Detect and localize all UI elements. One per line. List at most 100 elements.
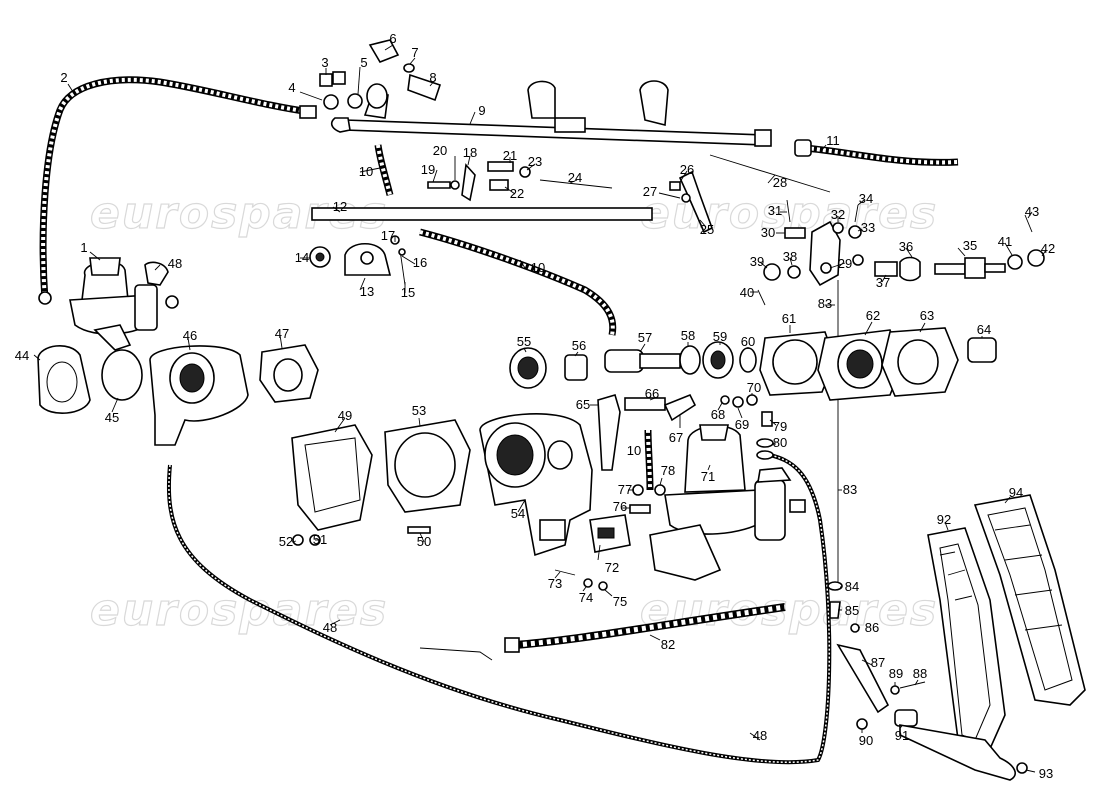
callout-33: 33: [861, 220, 875, 235]
callout-8: 8: [429, 70, 436, 85]
callout-23: 23: [528, 154, 542, 169]
callout-3: 3: [321, 55, 328, 70]
callout-17: 17: [381, 228, 395, 243]
callout-92: 92: [937, 512, 951, 527]
callout-2: 2: [60, 70, 67, 85]
callout-78: 78: [661, 463, 675, 478]
callout-19: 19: [421, 162, 435, 177]
callout-54: 54: [511, 506, 525, 521]
hose-10-centre: [419, 228, 617, 336]
callout-66: 66: [645, 386, 659, 401]
callout-67: 67: [669, 430, 683, 445]
callout-79: 79: [773, 419, 787, 434]
callout-82: 82: [661, 637, 675, 652]
callout-28: 28: [773, 175, 787, 190]
callout-91: 91: [895, 728, 909, 743]
callout-46: 46: [183, 328, 197, 343]
callout-48: 48: [168, 256, 182, 271]
callout-48: 48: [753, 728, 767, 743]
callout-59: 59: [713, 329, 727, 344]
callout-87: 87: [871, 655, 885, 670]
callout-24: 24: [568, 170, 582, 185]
callout-6: 6: [389, 31, 396, 46]
callout-11: 11: [826, 133, 840, 148]
callout-74: 74: [579, 590, 593, 605]
leader-lines: [33, 44, 1047, 773]
callout-10: 10: [531, 260, 545, 275]
callout-60: 60: [741, 334, 755, 349]
callout-18: 18: [463, 145, 477, 160]
callout-77: 77: [618, 482, 632, 497]
callout-50: 50: [417, 534, 431, 549]
callout-72: 72: [605, 560, 619, 575]
callout-29: 29: [838, 256, 852, 271]
pedal-94: [973, 494, 1086, 706]
callout-10: 10: [627, 443, 641, 458]
callout-51: 51: [313, 532, 327, 547]
callout-26: 26: [680, 162, 694, 177]
fuel-rail-9: [330, 80, 772, 147]
callout-88: 88: [913, 666, 927, 681]
housing-54: [479, 413, 593, 557]
cover-44: [37, 345, 91, 415]
ring-45: [101, 349, 143, 401]
bush-56: [564, 354, 588, 381]
pedal-92: [927, 527, 1006, 761]
callout-31: 31: [768, 203, 782, 218]
cover-49: [291, 424, 373, 531]
callout-44: 44: [15, 348, 29, 363]
callout-52: 52: [279, 534, 293, 549]
callout-70: 70: [747, 380, 761, 395]
callout-7: 7: [411, 45, 418, 60]
callout-16: 16: [413, 255, 427, 270]
callout-35: 35: [963, 238, 977, 253]
callout-40: 40: [740, 285, 754, 300]
callout-45: 45: [105, 410, 119, 425]
callout-4: 4: [288, 80, 295, 95]
callout-25: 25: [700, 222, 714, 237]
callout-22: 22: [510, 186, 524, 201]
callout-93: 93: [1039, 766, 1053, 781]
callout-43: 43: [1025, 204, 1039, 219]
hose-11: [804, 144, 959, 166]
callout-73: 73: [548, 576, 562, 591]
throttle-linkage: [757, 199, 1045, 306]
callout-20: 20: [433, 143, 447, 158]
callout-38: 38: [783, 249, 797, 264]
callout-86: 86: [865, 620, 879, 635]
callout-36: 36: [899, 239, 913, 254]
callout-42: 42: [1041, 241, 1055, 256]
callout-69: 69: [735, 417, 749, 432]
callout-84: 84: [845, 579, 859, 594]
callout-47: 47: [275, 326, 289, 341]
callout-55: 55: [517, 334, 531, 349]
callout-10: 10: [359, 164, 373, 179]
fuel-pump-1: [69, 257, 179, 351]
rod-12: [311, 207, 653, 221]
callout-37: 37: [876, 275, 890, 290]
hose-10-left: [374, 144, 394, 196]
callout-12: 12: [333, 199, 347, 214]
callout-90: 90: [859, 733, 873, 748]
callout-58: 58: [681, 328, 695, 343]
callout-94: 94: [1009, 485, 1023, 500]
shaft-57: [604, 349, 681, 373]
callout-49: 49: [338, 408, 352, 423]
callout-41: 41: [998, 234, 1012, 249]
callout-53: 53: [412, 403, 426, 418]
callout-27: 27: [643, 184, 657, 199]
callout-15: 15: [401, 285, 415, 300]
callout-48: 48: [323, 620, 337, 635]
callout-80: 80: [773, 435, 787, 450]
callout-13: 13: [360, 284, 374, 299]
callout-68: 68: [711, 407, 725, 422]
callout-21: 21: [503, 148, 517, 163]
callout-56: 56: [572, 338, 586, 353]
callout-5: 5: [360, 55, 367, 70]
callout-65: 65: [576, 397, 590, 412]
bush-64: [967, 337, 997, 363]
callout-14: 14: [295, 250, 309, 265]
